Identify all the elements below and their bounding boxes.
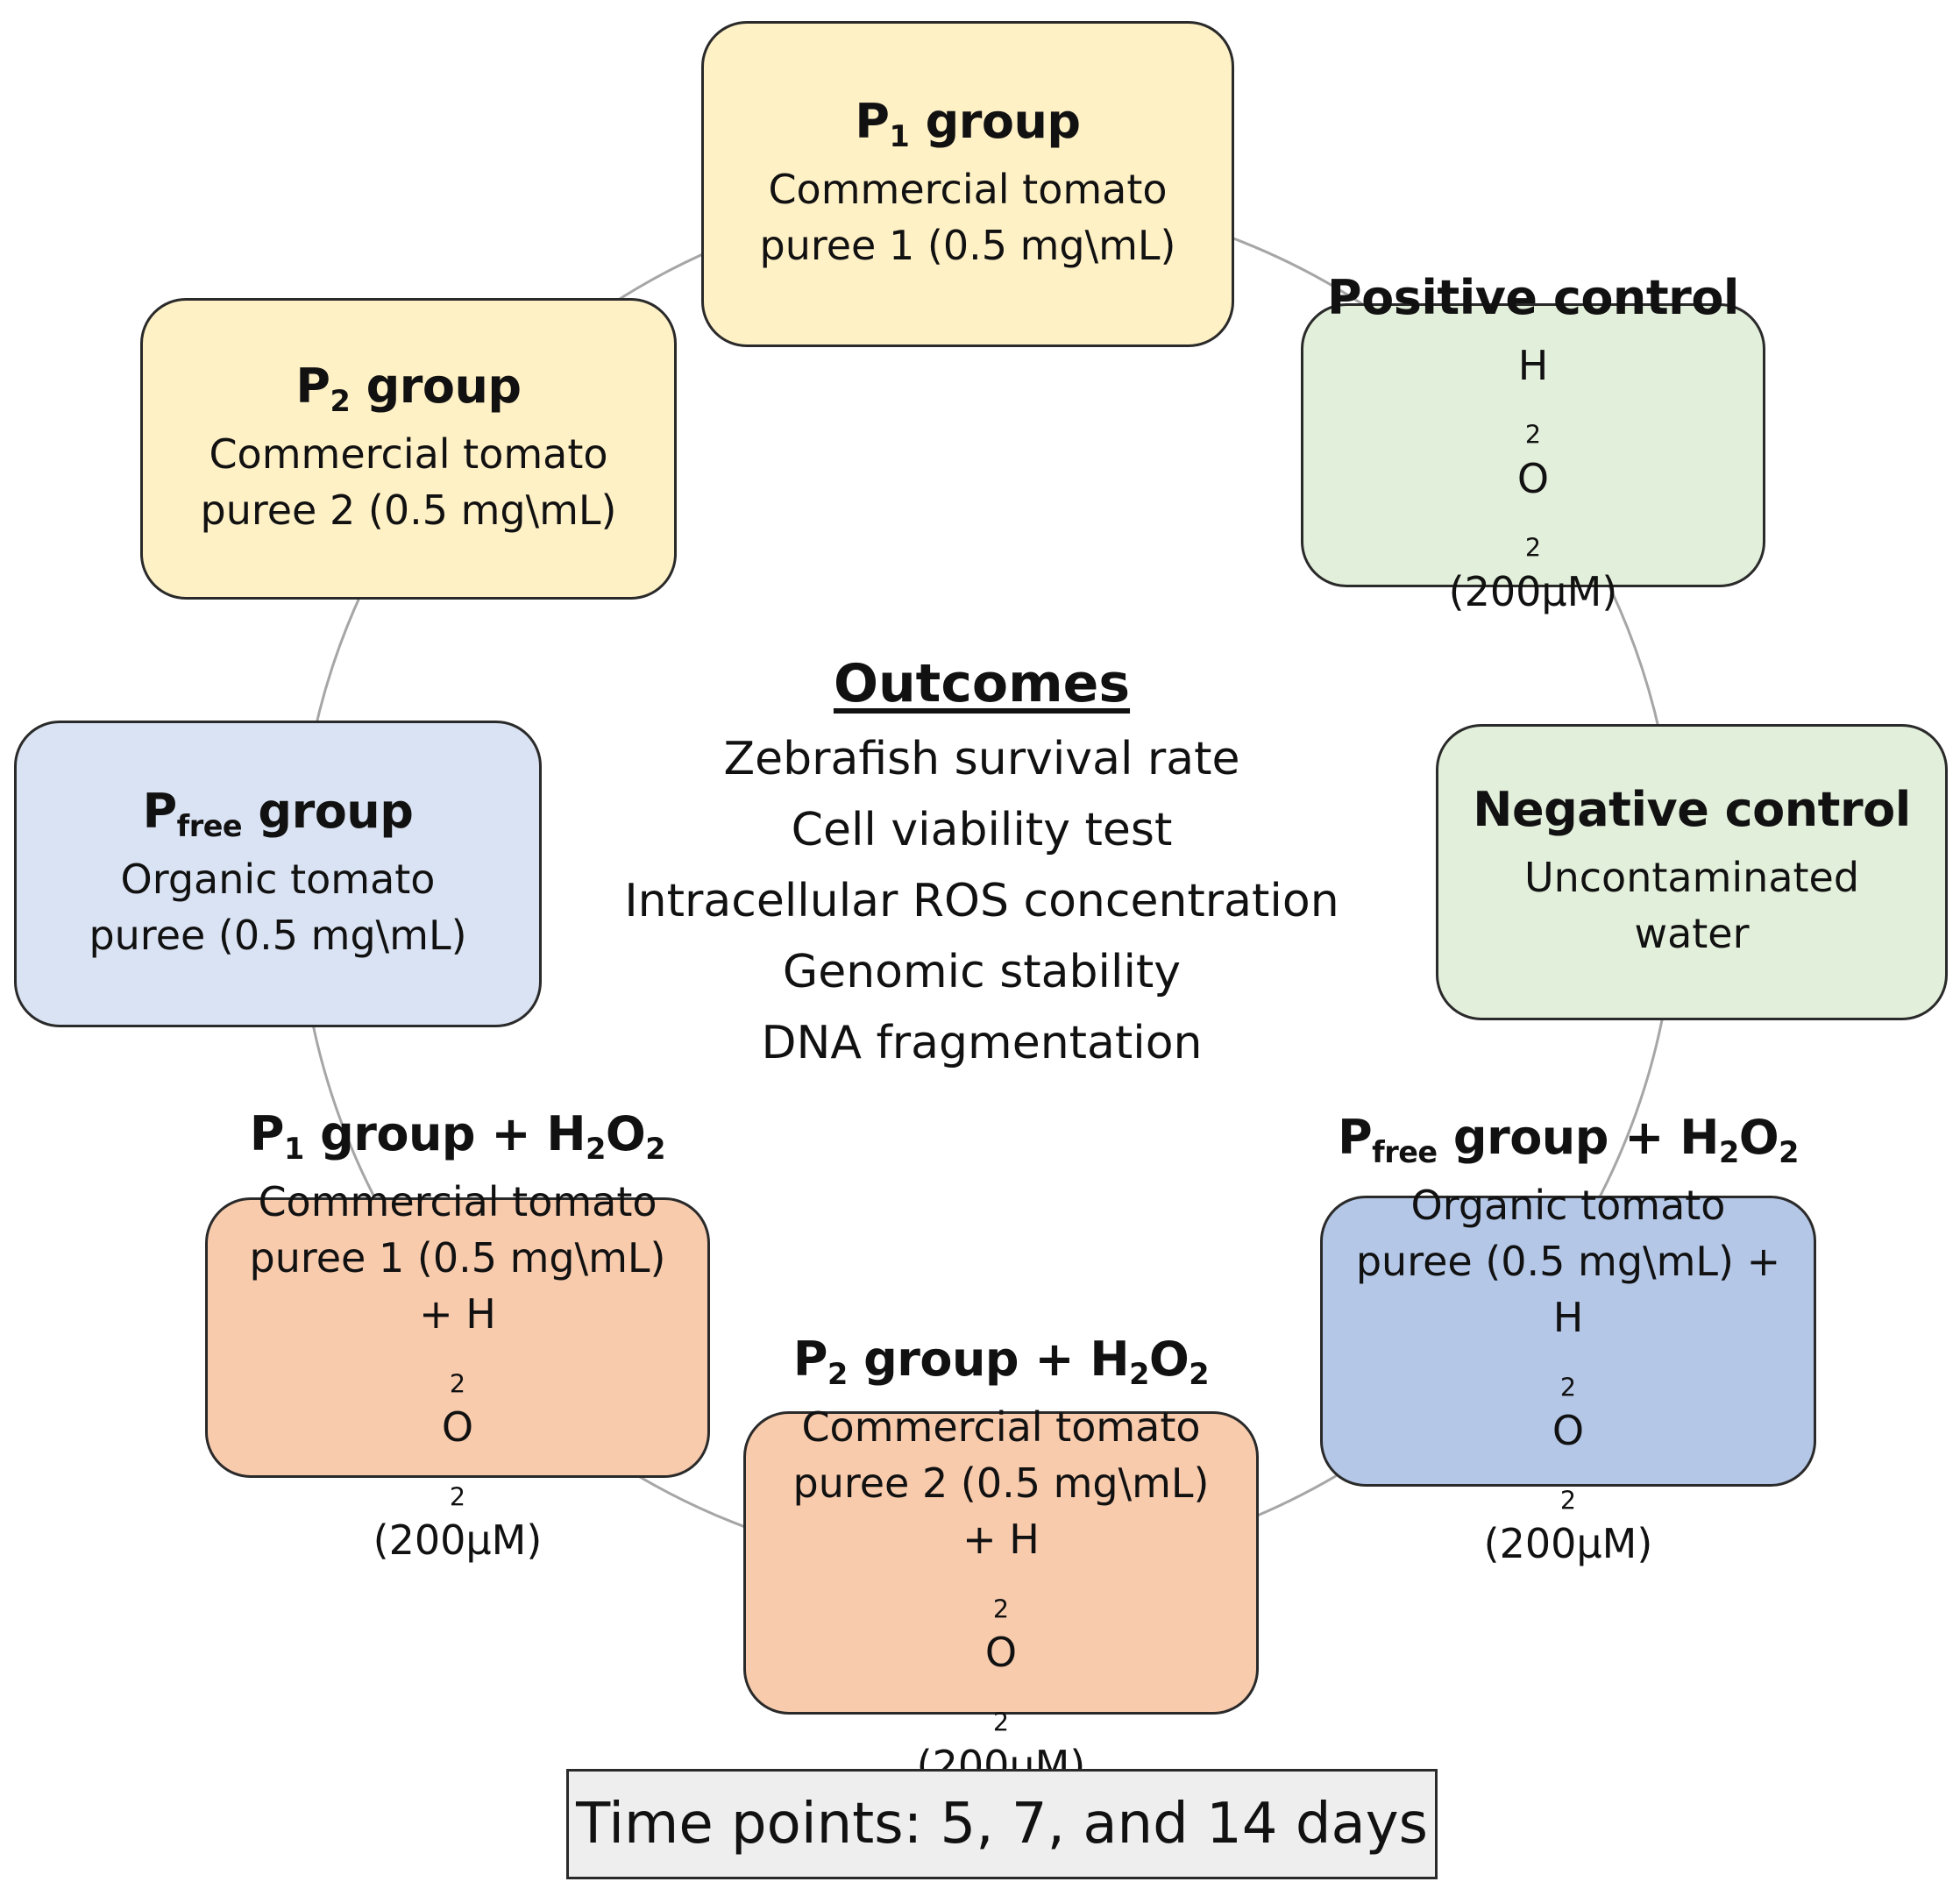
group-title-negative-control: Negative control [1473, 781, 1911, 837]
group-title-positive-control: Positive control [1327, 269, 1739, 325]
group-box-pfree-h2o2: Pfree group + H2O2 Organic tomato puree … [1320, 1110, 1816, 1567]
group-title-p1-h2o2: P1 group + H2O2 [249, 1105, 666, 1166]
outcomes-panel: Outcomes Zebrafish survival rate Cell vi… [561, 652, 1403, 1079]
outcomes-title: Outcomes [833, 653, 1131, 714]
group-box-pfree: Pfree group Organic tomato puree (0.5 mg… [14, 721, 542, 1027]
outcome-item: DNA fragmentation [761, 1017, 1203, 1069]
group-box-negative-control: Negative control Uncontaminated water [1436, 724, 1948, 1020]
group-box-p2: P2 group Commercial tomato puree 2 (0.5 … [140, 298, 677, 600]
group-box-p1-h2o2: P1 group + H2O2 Commercial tomato puree … [205, 1106, 710, 1564]
group-description-p2: Commercial tomato puree 2 (0.5 mg\mL) [200, 430, 617, 535]
group-description-p1: Commercial tomato puree 1 (0.5 mg\mL) [759, 165, 1176, 270]
outcome-item: Cell viability test [791, 804, 1173, 856]
group-title-pfree: Pfree group [142, 783, 414, 843]
group-description-p2-h2o2: Commercial tomato puree 2 (0.5 mg\mL) + … [792, 1402, 1210, 1790]
group-title-p2-h2o2: P2 group + H2O2 [792, 1331, 1210, 1391]
group-box-p1: P1 group Commercial tomato puree 1 (0.5 … [701, 21, 1234, 347]
group-description-pfree: Organic tomato puree (0.5 mg\mL) [89, 855, 467, 960]
group-title-p2: P2 group [295, 358, 522, 418]
group-box-p2-h2o2: P2 group + H2O2 Commercial tomato puree … [743, 1331, 1259, 1789]
group-title-p1: P1 group [855, 93, 1081, 153]
outcome-item: Intracellular ROS concentration [624, 875, 1339, 927]
outcome-item: Genomic stability [782, 946, 1182, 998]
group-description-negative-control: Uncontaminated water [1523, 853, 1860, 958]
group-title-pfree-h2o2: Pfree group + H2O2 [1338, 1109, 1799, 1169]
group-description-p1-h2o2: Commercial tomato puree 1 (0.5 mg\mL) + … [249, 1177, 666, 1565]
time-points-box: Time points: 5, 7, and 14 days [566, 1769, 1438, 1879]
outcome-item: Zebrafish survival rate [723, 733, 1240, 785]
